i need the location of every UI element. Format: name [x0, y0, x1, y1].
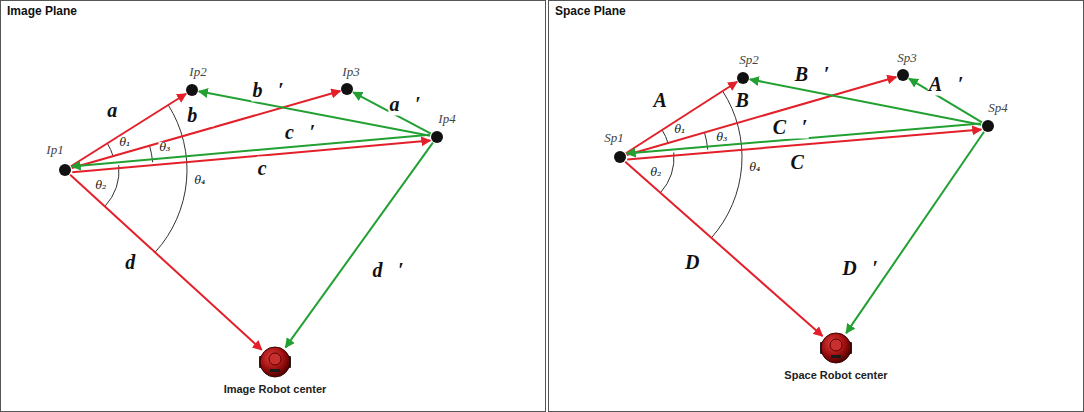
point-marker: Sp1 — [614, 151, 626, 163]
vector-arrow — [72, 135, 430, 167]
robot-body — [821, 333, 851, 363]
point-marker: Sp3 — [897, 69, 909, 81]
point-label: Sp3 — [896, 51, 918, 65]
vector-label: c⃗ — [257, 157, 283, 180]
robot-center: Space Robot center — [819, 331, 853, 365]
angle-label: θ₂ — [94, 180, 107, 192]
point-marker: Ip3 — [341, 83, 353, 95]
robot-icon — [819, 331, 853, 365]
robot-slot — [831, 355, 841, 358]
angle-arc — [107, 143, 113, 156]
robot-body — [260, 347, 290, 377]
point-label: Sp1 — [603, 131, 625, 145]
angle-label: θ₂ — [649, 167, 662, 179]
robot-top — [830, 339, 842, 351]
angle-label: θ₁ — [118, 137, 131, 149]
vector-label: A⃗ — [653, 89, 684, 112]
vector-label: C⃗′ — [772, 116, 809, 139]
vector-label: A⃗′ — [928, 73, 965, 96]
vector-label: D⃗′ — [841, 257, 879, 280]
vector-arrow — [625, 162, 822, 336]
point-label: Sp4 — [987, 101, 1009, 115]
vector-arrow — [627, 77, 897, 155]
vector-arrow — [626, 82, 737, 153]
robot-top — [269, 353, 281, 365]
angle-label: θ₁ — [673, 124, 686, 136]
vector-arrow — [353, 92, 431, 133]
vector-label: B⃗′ — [794, 63, 831, 86]
angle-label: θ₄ — [193, 175, 206, 187]
vector-arrow — [72, 91, 341, 168]
plane-panel: Image PlaneIp1Ip2Ip3Ip4Image Robot cente… — [0, 0, 546, 412]
vector-arrow — [71, 94, 186, 167]
point-label: Ip3 — [341, 65, 360, 79]
robot-label: Image Robot center — [222, 383, 329, 395]
vector-label: d⃗′ — [371, 259, 404, 282]
point-label: Ip4 — [437, 112, 456, 126]
vector-label: B⃗ — [735, 89, 766, 112]
point-label: Ip2 — [188, 65, 207, 79]
panel-title: Space Plane — [549, 1, 632, 21]
angle-label: θ₄ — [748, 162, 761, 174]
angle-arc — [711, 91, 742, 238]
vector-label: b⃗′ — [251, 79, 284, 102]
angle-arcs — [105, 91, 742, 252]
angle-label: θ₃ — [715, 132, 728, 144]
point-marker: Sp2 — [737, 72, 749, 84]
angle-label: θ₃ — [158, 142, 171, 154]
point-marker: Ip2 — [186, 84, 198, 96]
vector-label: b⃗ — [186, 104, 214, 127]
vector-label: D⃗ — [684, 251, 716, 274]
angle-arc — [662, 130, 668, 143]
robot-slot — [270, 369, 280, 372]
vector-label: c⃗′ — [284, 121, 316, 144]
point-marker: Ip4 — [431, 131, 443, 143]
vector-label: a⃗ — [106, 99, 134, 122]
point-marker: Sp4 — [982, 120, 994, 132]
point-marker: Ip1 — [59, 164, 71, 176]
vector-arrows — [70, 77, 984, 350]
vector-label: a⃗′ — [388, 93, 421, 116]
robot-label: Space Robot center — [782, 369, 889, 381]
vector-arrow — [286, 143, 433, 348]
vector-arrow — [846, 132, 984, 333]
vector-label: C⃗ — [790, 151, 821, 174]
panel-title: Image Plane — [1, 1, 83, 21]
vector-arrow — [70, 175, 262, 350]
vector-label: d⃗ — [124, 251, 152, 274]
robot-icon — [258, 345, 292, 379]
angle-arc — [155, 105, 187, 252]
point-label: Sp2 — [738, 53, 760, 67]
robot-center: Image Robot center — [258, 345, 292, 379]
point-label: Ip1 — [45, 143, 64, 157]
